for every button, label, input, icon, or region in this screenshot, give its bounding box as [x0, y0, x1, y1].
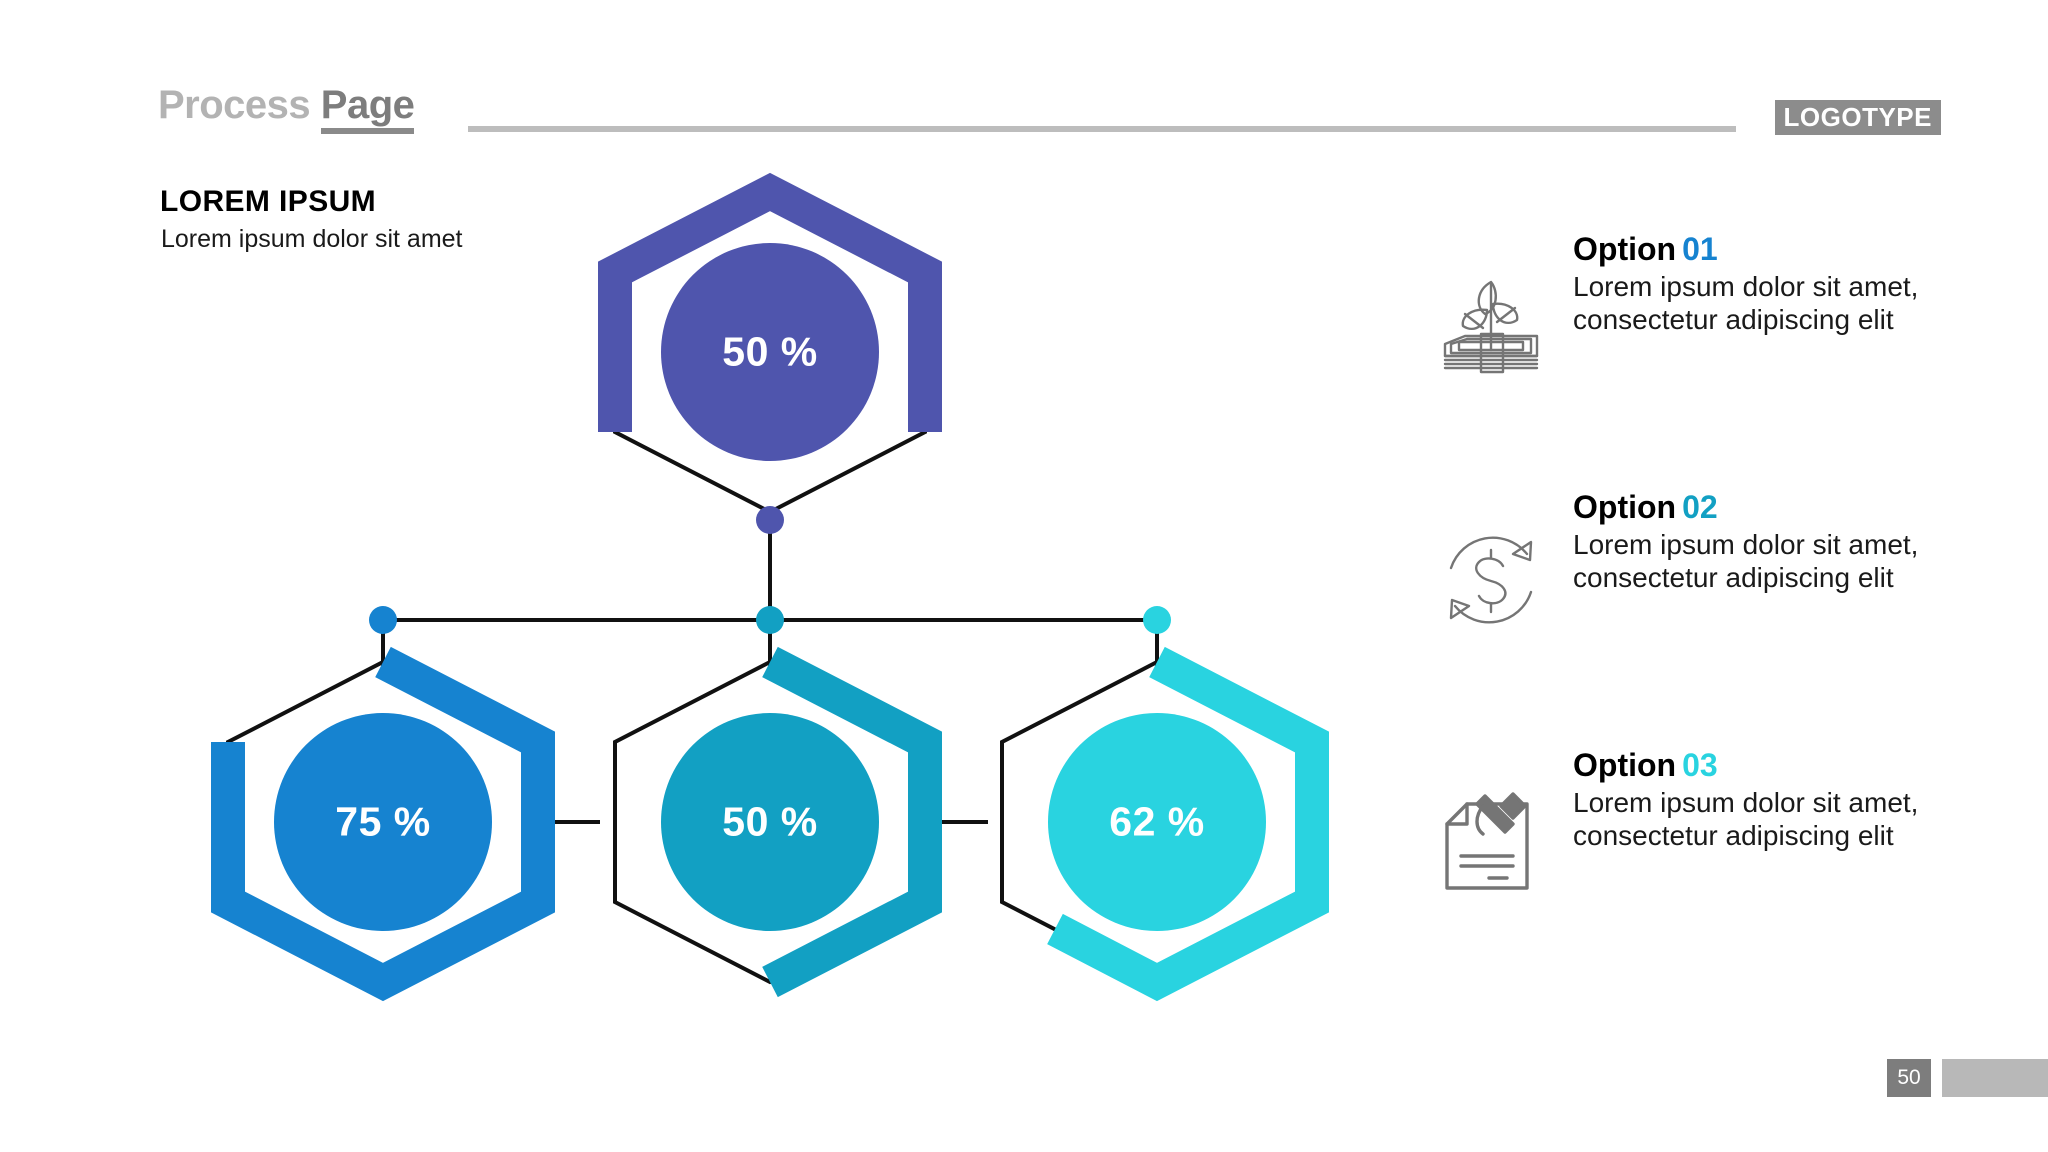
option-number-02: 02 — [1682, 489, 1718, 525]
hexagon-node-right[interactable] — [1000, 606, 1329, 1002]
option-title-01: Option — [1573, 231, 1677, 267]
junction-dot-middle — [756, 606, 784, 634]
option-body-01: Lorem ipsum dolor sit amet, consectetur … — [1573, 270, 1919, 335]
page-title-word-1: Process — [158, 83, 311, 127]
footer-bar — [1942, 1059, 2048, 1097]
page-title: Process Page — [158, 83, 415, 134]
option-body-03: Lorem ipsum dolor sit amet, consectetur … — [1573, 786, 1919, 851]
hexagon-progress-right — [1047, 646, 1329, 1002]
section-title: LOREM IPSUM — [160, 185, 377, 218]
junction-dot-top — [756, 506, 784, 534]
option-title-02: Option — [1573, 489, 1677, 525]
hexagon-progress-middle — [762, 646, 942, 998]
hexagon-node-left[interactable] — [211, 606, 555, 1002]
section-subtitle: Lorem ipsum dolor sit amet — [161, 225, 463, 253]
option-number-01: 01 — [1682, 231, 1718, 267]
junction-dot-right — [1143, 606, 1171, 634]
hexagon-circle-middle — [661, 713, 879, 931]
hexagon-circle-top — [661, 243, 879, 461]
plant-money-icon — [1427, 258, 1555, 386]
process-hexagon-diagram: 50 % 75 % 50 % 62 % — [211, 172, 1329, 1002]
hexagon-node-top[interactable] — [598, 172, 942, 534]
logotype-badge: LOGOTYPE — [1774, 100, 1941, 135]
hexagon-circle-left — [274, 713, 492, 931]
money-recycle-icon — [1427, 516, 1555, 644]
hexagon-node-middle[interactable] — [613, 606, 942, 998]
junction-dot-left — [369, 606, 397, 634]
page-header: Process Page LOGOTYPE — [0, 0, 2048, 150]
header-divider-line — [468, 126, 1736, 132]
pinned-document-icon — [1427, 774, 1555, 902]
hexagon-circle-right — [1048, 713, 1266, 931]
option-title-03: Option — [1573, 747, 1677, 783]
option-number-03: 03 — [1682, 747, 1718, 783]
page-number-badge: 50 — [1887, 1059, 1931, 1097]
option-body-02: Lorem ipsum dolor sit amet, consectetur … — [1573, 528, 1919, 593]
page-title-word-2: Page — [320, 83, 415, 134]
hexagon-progress-top — [598, 172, 942, 432]
hexagon-progress-left — [211, 646, 555, 1002]
